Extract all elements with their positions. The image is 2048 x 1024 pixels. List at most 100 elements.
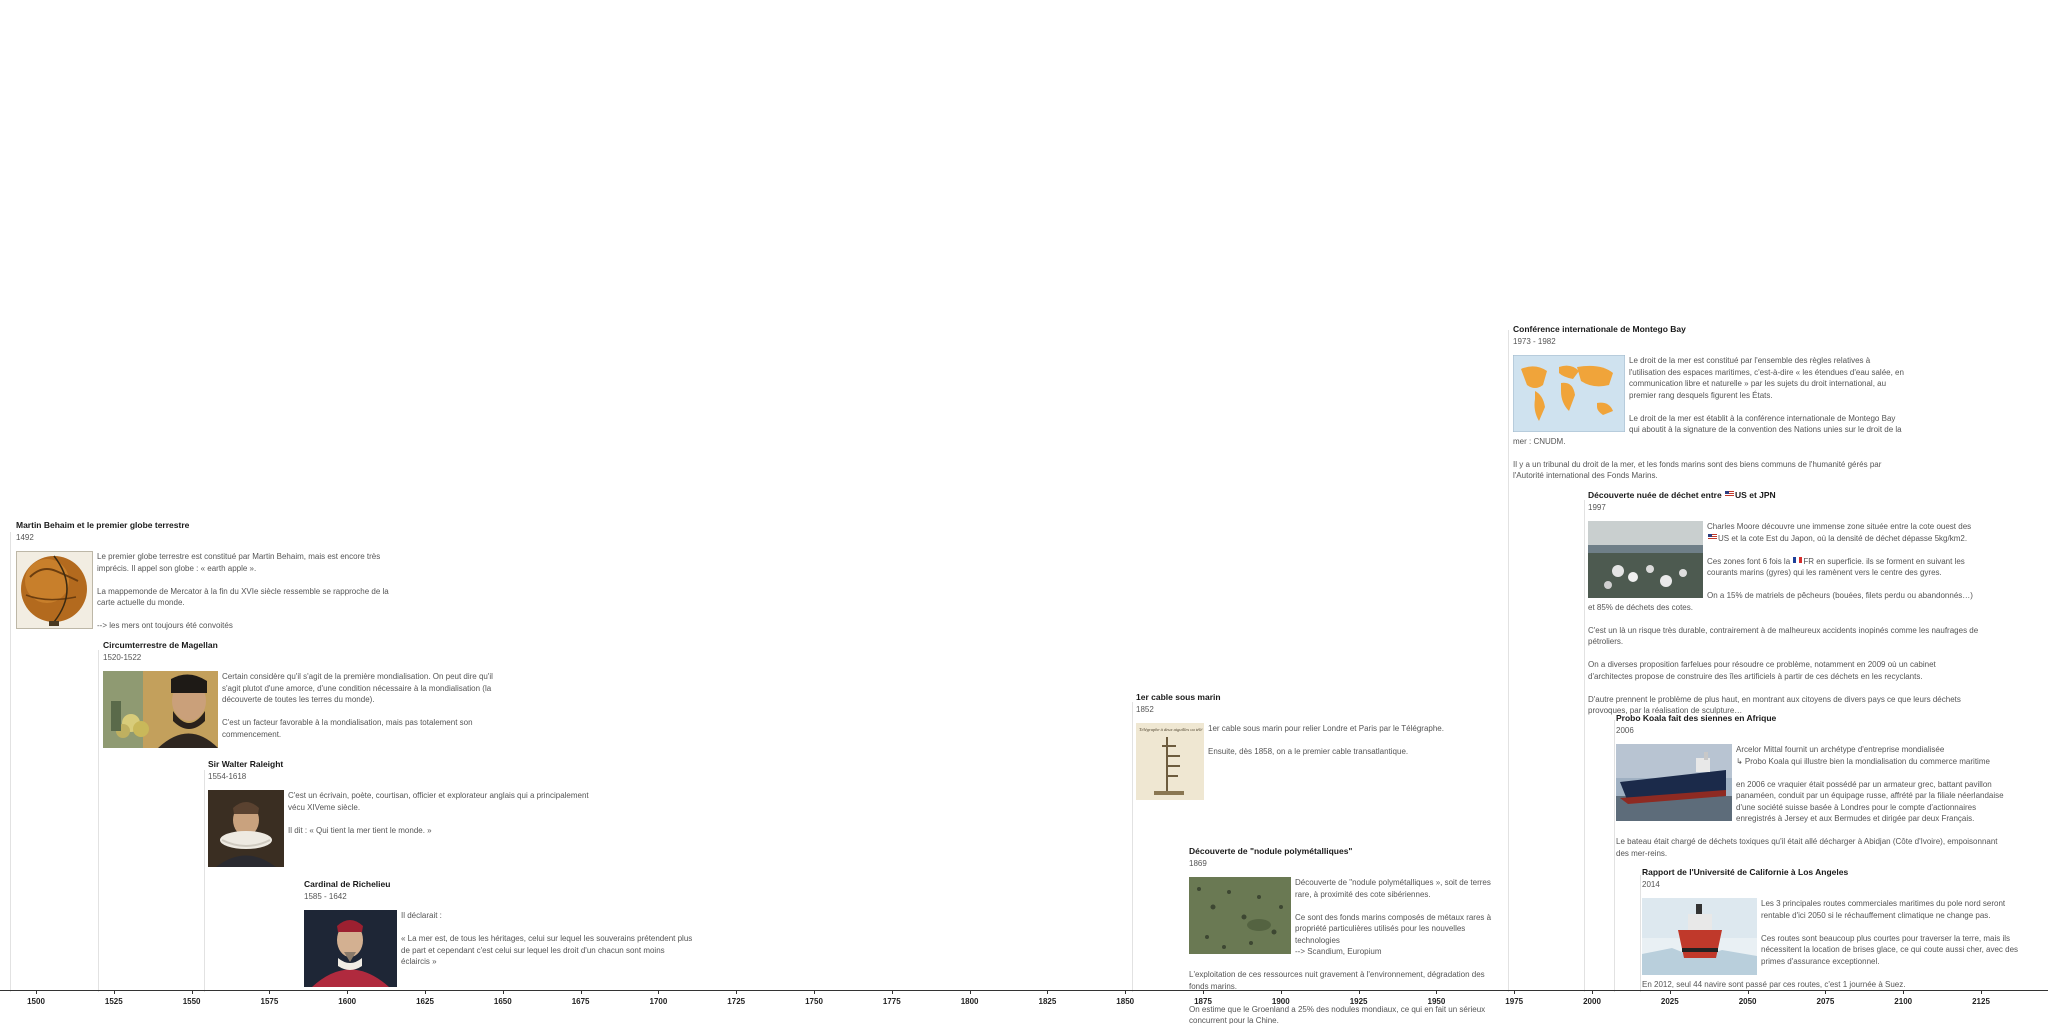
axis-line bbox=[0, 990, 2048, 991]
axis-tick bbox=[269, 990, 271, 994]
event-text: L'exploitation de ces ressources nuit gr… bbox=[1189, 970, 1485, 991]
axis-tick-label: 1725 bbox=[727, 997, 746, 1006]
event-date: 1554-1618 bbox=[208, 771, 247, 781]
us-flag-icon bbox=[1725, 491, 1735, 497]
timeline-event-magellan[interactable]: Circumterrestre de Magellan 1520-1522 Ce… bbox=[103, 640, 498, 750]
dechets-p1-flag-text: US bbox=[1718, 533, 1730, 543]
dechets-p2-start: Ces zones font 6 fois la bbox=[1707, 556, 1793, 566]
axis-tick-label: 1825 bbox=[1038, 997, 1057, 1006]
event-date: 1585 - 1642 bbox=[304, 891, 347, 901]
event-line bbox=[10, 532, 11, 992]
axis-tick-label: 2050 bbox=[1738, 997, 1757, 1006]
event-title: 1er cable sous marin bbox=[1136, 692, 1221, 702]
axis-tick bbox=[1514, 990, 1516, 994]
us-flag-icon bbox=[1708, 533, 1717, 540]
axis-tick-label: 1800 bbox=[960, 997, 979, 1006]
event-date: 1852 bbox=[1136, 704, 1154, 714]
event-text: Charles Moore découvre une immense zone … bbox=[1588, 521, 1980, 544]
timeline-event-probo[interactable]: Probo Koala fait des siennes en Afrique … bbox=[1616, 713, 2006, 859]
axis-tick-label: 1925 bbox=[1349, 997, 1368, 1006]
dechets-p2-flag-text: FR bbox=[1803, 556, 1815, 566]
seabed-nodules-image bbox=[1189, 877, 1291, 954]
timeline-event-cable[interactable]: 1er cable sous marin 1852 Télégraphe à d… bbox=[1136, 692, 1481, 802]
timeline-event-dechets[interactable]: Découverte nuée de déchet entre US et JP… bbox=[1588, 490, 1980, 717]
event-text: 1er cable sous marin pour relier Londre … bbox=[1208, 724, 1444, 733]
event-title: Rapport de l'Université de Californie à … bbox=[1642, 867, 1849, 877]
event-line bbox=[1508, 330, 1509, 992]
event-text: Le droit de la mer est constitué par l'e… bbox=[1629, 356, 1904, 400]
event-text: En 2012, seul 44 navire sont passé par c… bbox=[1642, 979, 1906, 989]
richelieu-portrait-image bbox=[304, 910, 397, 987]
timeline-event-montego[interactable]: Conférence internationale de Montego Bay… bbox=[1513, 324, 1905, 482]
axis-tick-label: 1675 bbox=[571, 997, 590, 1006]
axis-tick bbox=[1203, 990, 1204, 994]
event-text: « La mer est, de tous les héritages, cel… bbox=[401, 934, 693, 966]
event-text: Ensuite, dès 1858, on a le premier cable… bbox=[1208, 747, 1409, 756]
axis-tick bbox=[425, 990, 426, 994]
timeline-event-nodules[interactable]: Découverte de "nodule polymétalliques" 1… bbox=[1189, 846, 1499, 1024]
world-map-image bbox=[1513, 355, 1625, 432]
event-text: Ce sont des fonds marins composés de mét… bbox=[1295, 912, 1492, 945]
axis-tick bbox=[1358, 990, 1360, 994]
event-title: Découverte nuée de déchet entre US et JP… bbox=[1588, 490, 1980, 502]
timeline-event-richelieu[interactable]: Cardinal de Richelieu 1585 - 1642 Il déc… bbox=[304, 879, 694, 989]
timeline-event-californie[interactable]: Rapport de l'Université de Californie à … bbox=[1642, 867, 2034, 990]
axis-tick bbox=[1669, 990, 1671, 994]
telegraph-drawing-image: Télégraphe à deux aiguilles ou télé bbox=[1136, 723, 1204, 800]
event-line bbox=[1640, 875, 1641, 992]
axis-tick bbox=[36, 990, 37, 994]
axis-tick-label: 2125 bbox=[1972, 997, 1990, 1006]
event-text: Ces zones font 6 fois la FR en superfici… bbox=[1588, 556, 1980, 579]
event-text: --> les mers ont toujours été convoités bbox=[97, 621, 233, 630]
axis-tick-label: 1525 bbox=[104, 997, 123, 1006]
axis-tick bbox=[191, 990, 193, 994]
event-date: 1869 bbox=[1189, 858, 1207, 868]
event-title: Probo Koala fait des siennes en Afrique bbox=[1616, 713, 1777, 723]
axis-tick bbox=[1825, 990, 1827, 994]
axis-tick-label: 1950 bbox=[1427, 997, 1446, 1006]
event-text: Le premier globe terrestre est constitué… bbox=[97, 552, 381, 573]
event-text: Le droit de la mer est établit à la conf… bbox=[1513, 413, 1902, 446]
axis-tick bbox=[969, 990, 971, 994]
event-date: 1973 - 1982 bbox=[1513, 336, 1556, 346]
event-title: Sir Walter Raleight bbox=[208, 759, 284, 769]
event-line bbox=[1132, 702, 1133, 992]
event-text: Il y a un tribunal du droit de la mer, e… bbox=[1513, 459, 1882, 481]
event-date: 2014 bbox=[1642, 879, 1660, 889]
event-title-start: Découverte nuée de déchet entre bbox=[1588, 490, 1725, 500]
event-title: Martin Behaim et le premier globe terres… bbox=[16, 520, 190, 530]
event-text: Il dit : « Qui tient la mer tient le mon… bbox=[288, 825, 432, 835]
axis-tick-label: 1900 bbox=[1271, 997, 1290, 1006]
event-title: Circumterrestre de Magellan bbox=[103, 640, 218, 650]
icebreaker-image bbox=[1642, 898, 1757, 975]
axis-tick bbox=[891, 990, 893, 994]
telegraph-caption: Télégraphe à deux aiguilles ou télé bbox=[1139, 727, 1203, 732]
event-text: Ces routes sont beaucoup plus courtes po… bbox=[1761, 933, 2019, 966]
event-text: Les 3 principales routes commerciales ma… bbox=[1761, 899, 2006, 920]
event-line bbox=[1614, 720, 1615, 992]
event-title: Conférence internationale de Montego Bay bbox=[1513, 324, 1686, 334]
axis-tick bbox=[347, 990, 349, 994]
event-date: 1492 bbox=[16, 532, 34, 542]
globe-image bbox=[16, 551, 93, 629]
event-text: C'est un facteur favorable à la mondiali… bbox=[222, 718, 473, 739]
axis-tick-label: 1575 bbox=[260, 997, 279, 1006]
timeline-event-behaim[interactable]: Martin Behaim et le premier globe terres… bbox=[16, 520, 396, 632]
axis-tick-label: 1750 bbox=[805, 997, 823, 1006]
event-text: Certain considère qu'il s'agit de la pre… bbox=[222, 672, 493, 704]
event-text: en 2006 ce vraquier était possédé par un… bbox=[1736, 779, 2004, 824]
axis-tick-label: 1650 bbox=[493, 997, 512, 1006]
timeline-event-raleigh[interactable]: Sir Walter Raleight 1554-1618 C'est un é… bbox=[208, 759, 593, 869]
event-text: On estime que le Groenland a 25% des nod… bbox=[1189, 1004, 1486, 1024]
event-title: Découverte de "nodule polymétalliques" bbox=[1189, 846, 1353, 856]
axis-tick bbox=[113, 990, 115, 994]
event-text: Le bateau était chargé de déchets toxiqu… bbox=[1616, 837, 1998, 858]
axis-tick bbox=[1047, 990, 1049, 994]
axis-tick bbox=[736, 990, 738, 994]
axis-tick bbox=[1436, 990, 1438, 994]
event-text: Découverte de "nodule polymétalliques »,… bbox=[1295, 878, 1491, 899]
event-text: On a diverses proposition farfelues pour… bbox=[1588, 660, 1936, 681]
axis-tick-label: 1625 bbox=[416, 997, 434, 1006]
